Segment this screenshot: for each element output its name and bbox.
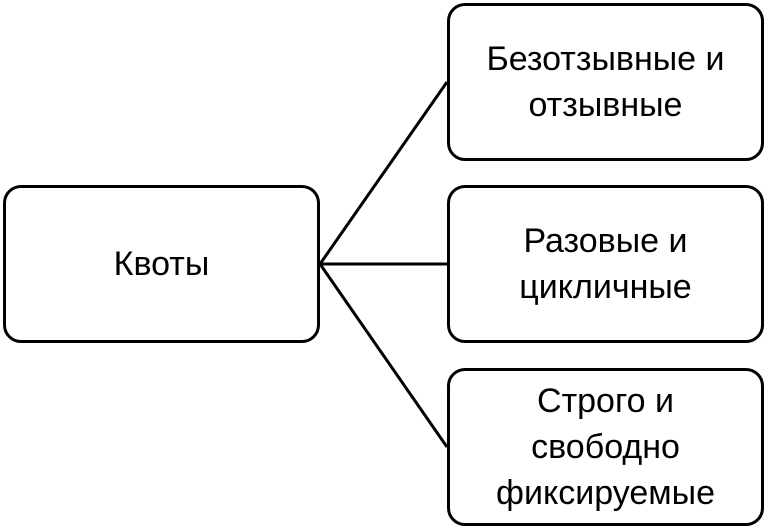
child-node-revocable: Безотзывные и отзывные — [447, 3, 764, 161]
child-node-fixed: Строго и свободно фиксируемые — [447, 368, 764, 526]
root-node-label: Квоты — [113, 245, 210, 283]
child-node-one-time: Разовые и цикличные — [447, 185, 764, 343]
connector-to-revocable — [318, 81, 449, 265]
connector-to-fixed — [318, 263, 449, 448]
child-node-line: фиксируемые — [496, 474, 715, 512]
child-node-line: Безотзывные и — [486, 40, 725, 78]
child-node-line: цикличные — [519, 268, 692, 306]
child-node-line: Строго и — [537, 382, 674, 420]
child-node-line: Разовые и — [523, 222, 688, 260]
child-node-line: свободно — [531, 428, 680, 466]
root-node-quotas: Квоты — [3, 185, 320, 343]
child-node-line: отзывные — [528, 86, 683, 124]
